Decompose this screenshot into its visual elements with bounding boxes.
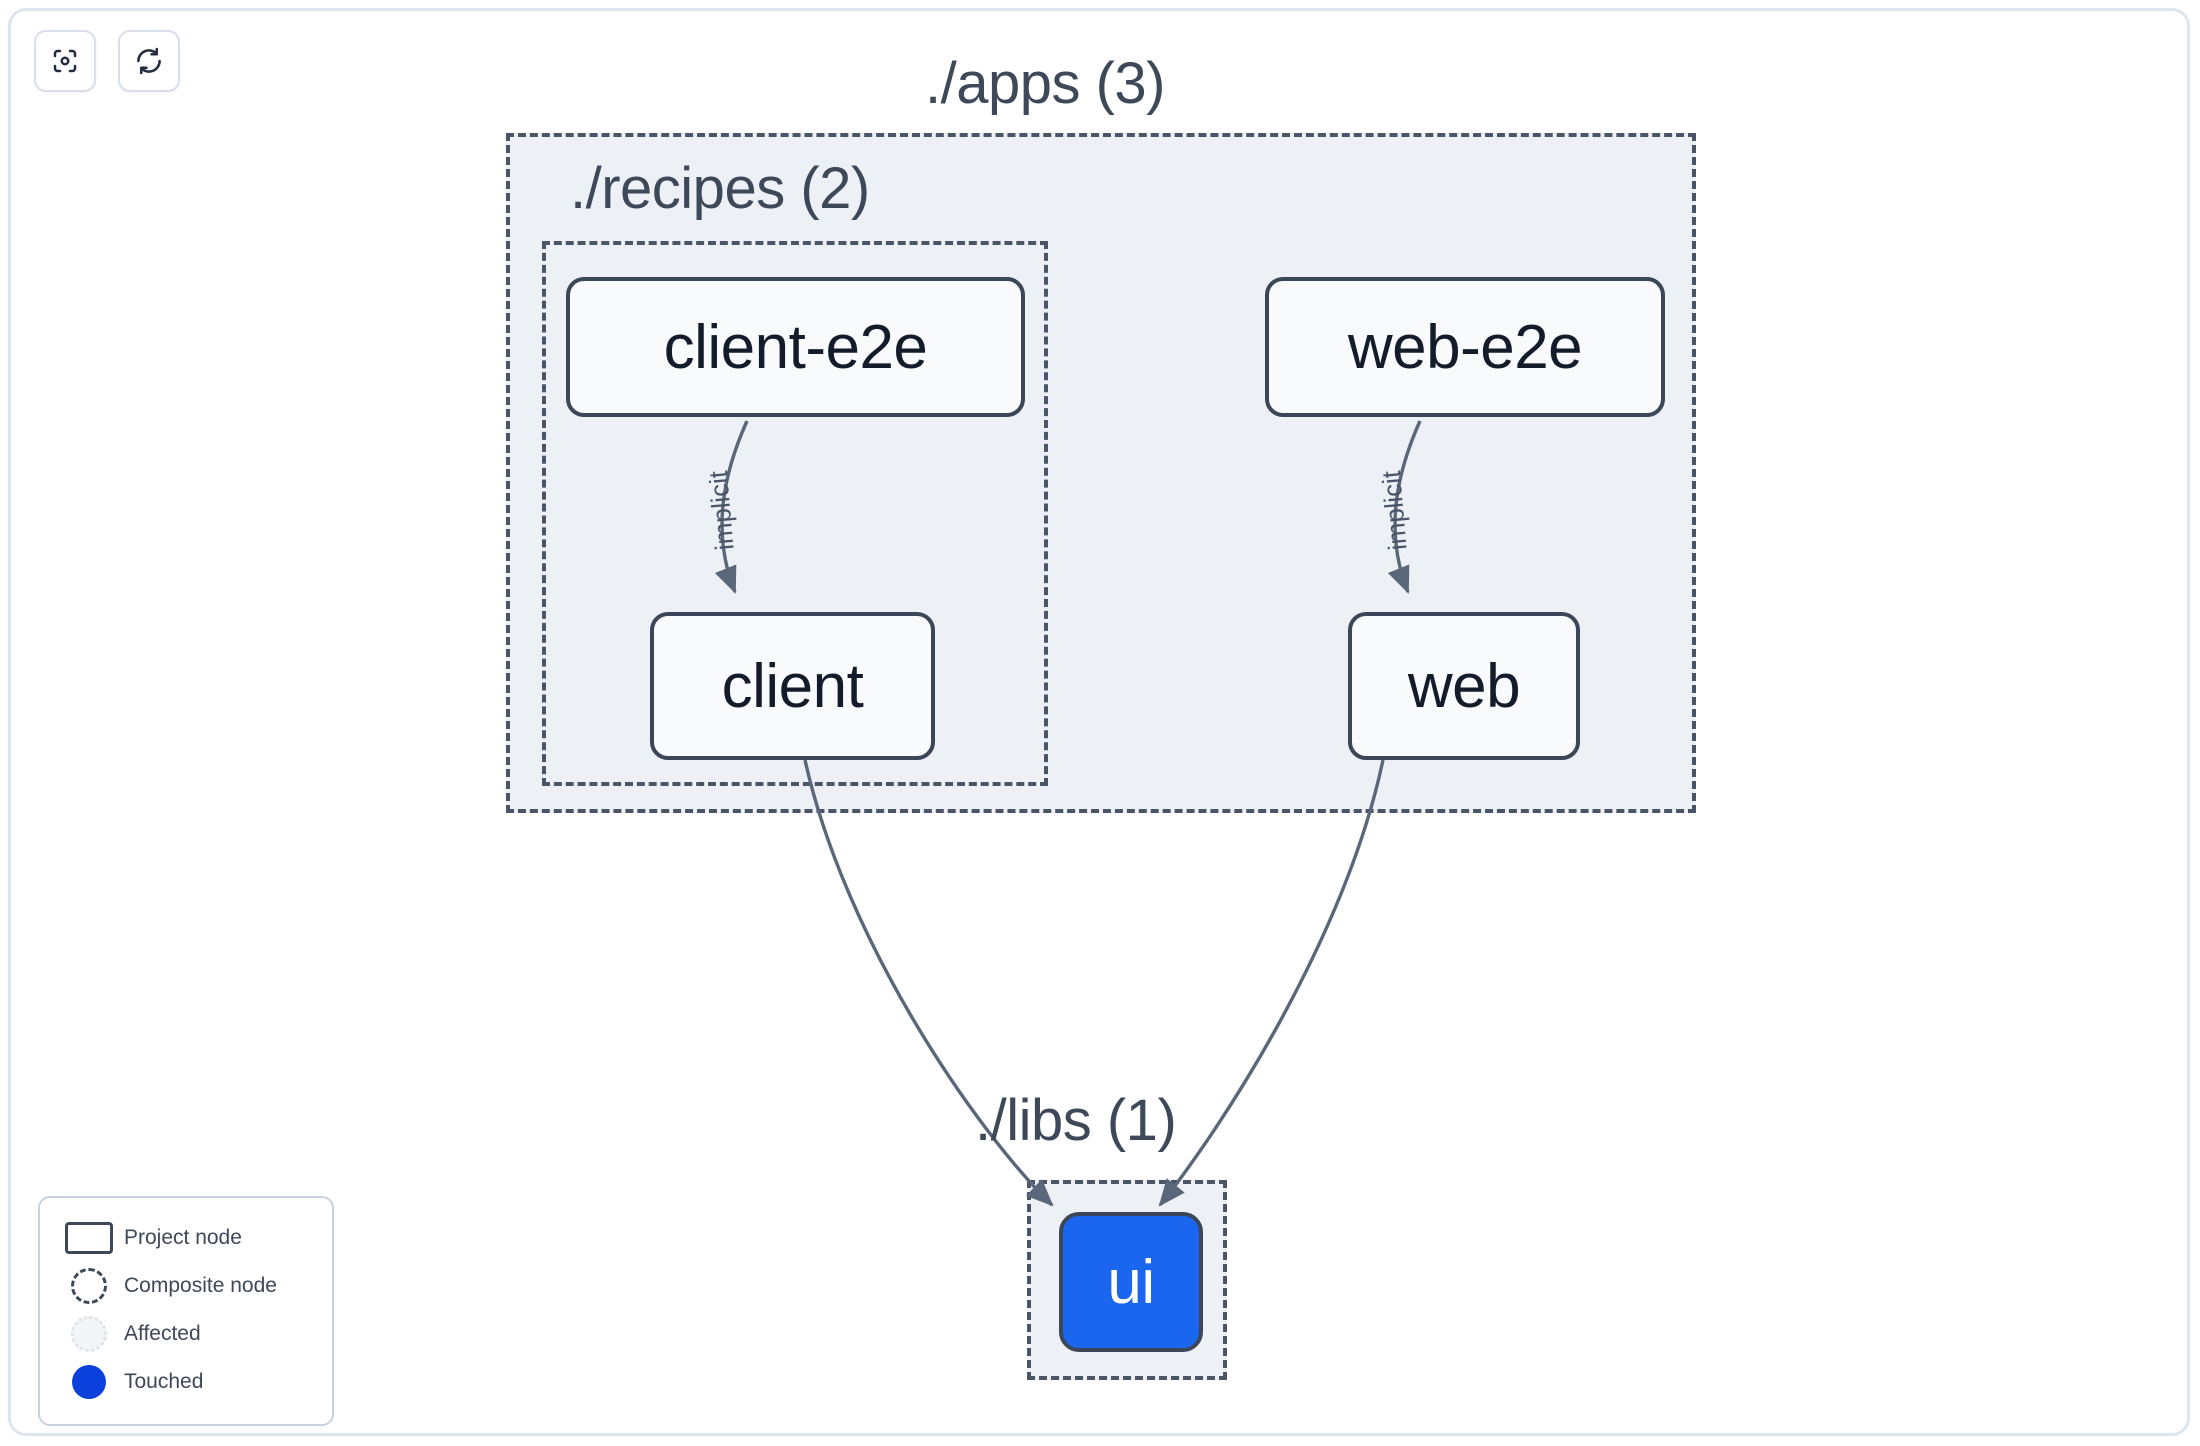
legend-label-touched: Touched: [124, 1370, 204, 1393]
group-apps-label: ./apps (3): [925, 51, 1166, 116]
group-libs-label: ./libs (1): [975, 1088, 1177, 1153]
node-client-e2e[interactable]: client-e2e: [566, 277, 1025, 417]
group-recipes-label: ./recipes (2): [570, 156, 870, 221]
node-ui[interactable]: ui: [1059, 1212, 1203, 1352]
node-client[interactable]: client: [650, 612, 935, 760]
node-web-e2e[interactable]: web-e2e: [1265, 277, 1665, 417]
legend-item-touched: Touched: [60, 1358, 312, 1406]
legend-item-affected: Affected: [60, 1310, 312, 1358]
project-node-swatch: [60, 1222, 118, 1254]
legend-label-affected: Affected: [124, 1322, 201, 1345]
node-web[interactable]: web: [1348, 612, 1580, 760]
focus-target-icon: [50, 46, 80, 76]
composite-node-swatch: [60, 1268, 118, 1304]
touched-swatch: [60, 1365, 118, 1399]
legend-label-composite-node: Composite node: [124, 1274, 277, 1297]
focus-view-button[interactable]: [34, 30, 96, 92]
legend-item-composite-node: Composite node: [60, 1262, 312, 1310]
legend-label-project-node: Project node: [124, 1226, 242, 1249]
affected-swatch: [60, 1316, 118, 1352]
edge-web-to-ui: [1158, 759, 1385, 1207]
refresh-button[interactable]: [118, 30, 180, 92]
legend-item-project-node: Project node: [60, 1214, 312, 1262]
refresh-icon: [134, 46, 164, 76]
legend: Project node Composite node Affected Tou…: [38, 1196, 334, 1426]
toolbar: [34, 30, 180, 92]
